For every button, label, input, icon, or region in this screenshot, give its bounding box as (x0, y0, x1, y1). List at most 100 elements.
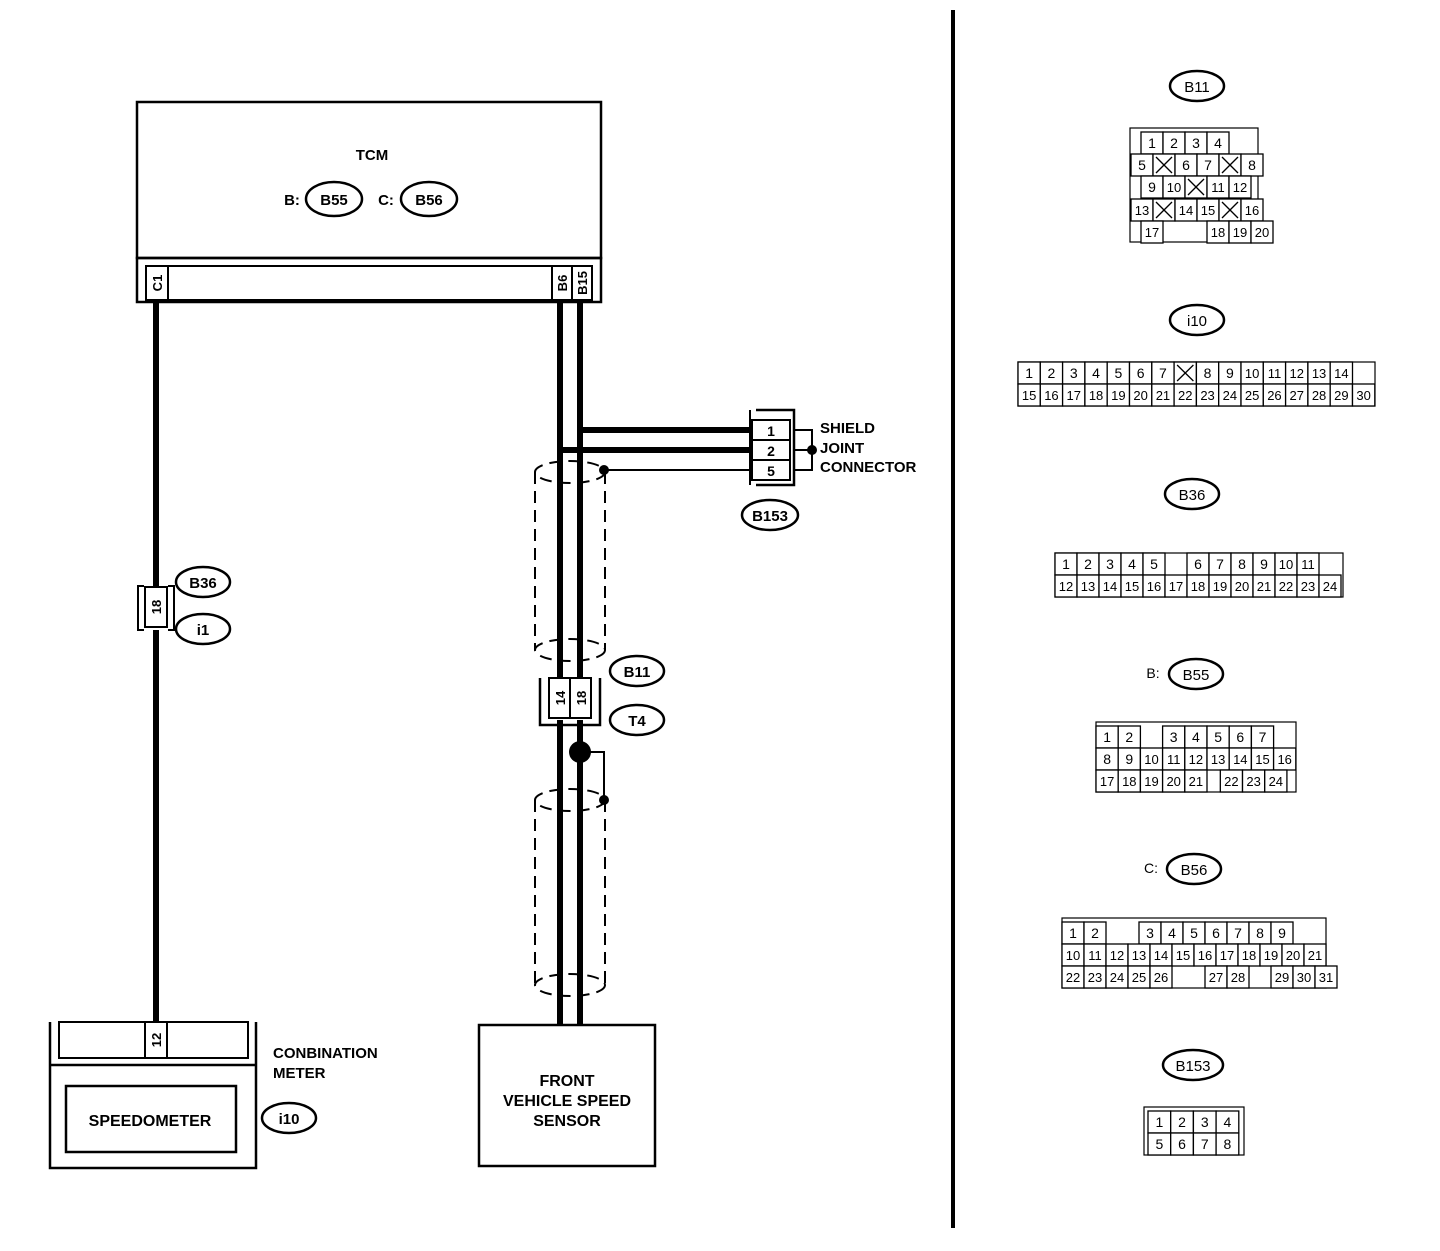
pin-number: 9 (1148, 179, 1156, 195)
tcm-pin-b6: B6 (555, 275, 570, 292)
pin-number: 13 (1135, 203, 1149, 218)
pin-number: 24 (1269, 774, 1283, 789)
connector-title-b11: B11 (1184, 79, 1210, 96)
wires (153, 300, 752, 1025)
pin-number: 16 (1198, 948, 1212, 963)
pin-number: 18 (1242, 948, 1256, 963)
pin-number: 26 (1154, 970, 1168, 985)
pin-number: 3 (1070, 365, 1078, 381)
unused-pin-mark (1187, 178, 1205, 196)
meter-label-1: CONBINATION (273, 1045, 378, 1062)
pin-number: 11 (1268, 366, 1282, 381)
pin-number: 19 (1233, 225, 1247, 240)
connector-title-ellipse (1163, 477, 1221, 511)
connector-title-b56: B56 (1181, 862, 1208, 879)
pin-cell (1228, 175, 1252, 199)
pin-number: 16 (1277, 752, 1291, 767)
pin-number: 16 (1245, 203, 1259, 218)
unused-pin-mark (1155, 201, 1173, 219)
pin-number: 5 (1190, 925, 1198, 941)
pin-number: 22 (1178, 388, 1192, 403)
pin-number: 14 (1154, 948, 1168, 963)
connector-prefix-b56: C: (1144, 860, 1158, 876)
pin-number: 9 (1260, 556, 1268, 572)
pin-number: 25 (1245, 388, 1259, 403)
pin-cell (1250, 220, 1274, 244)
pin-cell (1149, 965, 1173, 989)
pin-number: 10 (1245, 366, 1259, 381)
pin-cell (1140, 220, 1164, 244)
shield-joint-label-2: JOINT (820, 440, 864, 457)
connector-title-b55: B55 (1183, 667, 1210, 684)
pin-number: 24 (1323, 579, 1337, 594)
i1-conn-label: i1 (197, 622, 210, 639)
pin-number: 4 (1214, 135, 1222, 151)
connector-title-ellipse (1165, 852, 1223, 886)
b11-pin-14: 14 (553, 690, 568, 705)
pin-number: 5 (1214, 729, 1222, 745)
pin-number: 21 (1156, 388, 1170, 403)
pin-number: 1 (1148, 135, 1156, 151)
pin-number: 19 (1213, 579, 1227, 594)
pin-number: 2 (1084, 556, 1092, 572)
pin-number: 14 (1179, 203, 1193, 218)
shield-joint-pin-2: 2 (767, 443, 775, 459)
shield-joint-label-1: SHIELD (820, 420, 875, 437)
pin-number: 25 (1132, 970, 1146, 985)
meter-conn-label: i10 (279, 1111, 300, 1128)
pin-cell (1240, 153, 1264, 177)
pin-number: 21 (1308, 948, 1322, 963)
inline-connector-b11: 14 18 B11 T4 (538, 654, 666, 737)
inline-connector-b36: 18 B36 i1 (137, 565, 232, 646)
pin-number: 13 (1312, 366, 1326, 381)
pin-number: 14 (1103, 579, 1117, 594)
pin-number: 11 (1167, 752, 1181, 767)
tcm-pin-c1: C1 (150, 275, 165, 292)
pin-number: 26 (1267, 388, 1281, 403)
pin-number: 23 (1301, 579, 1315, 594)
pin-number: 19 (1144, 774, 1158, 789)
pin-number: 20 (1133, 388, 1147, 403)
pin-number: 3 (1192, 135, 1200, 151)
pin-number: 24 (1223, 388, 1237, 403)
connector-title-b36: B36 (1179, 487, 1206, 504)
pin-cell (1184, 769, 1208, 793)
sensor-label-1: FRONT (539, 1073, 594, 1090)
pin-number: 9 (1278, 925, 1286, 941)
tcm-prefix-b: B: (284, 192, 300, 209)
pin-number: 20 (1166, 774, 1180, 789)
connector-title-b153: B153 (1175, 1058, 1210, 1075)
b36-pin-18: 18 (149, 600, 164, 614)
pin-number: 22 (1224, 774, 1238, 789)
pin-cell (1215, 1132, 1240, 1156)
meter-pin-12: 12 (149, 1033, 164, 1047)
pin-number: 9 (1125, 751, 1133, 767)
tcm-title: TCM (356, 147, 389, 164)
pin-number: 3 (1146, 925, 1154, 941)
pin-number: 15 (1176, 948, 1190, 963)
pin-number: 13 (1132, 948, 1146, 963)
pin-number: 15 (1022, 388, 1036, 403)
pin-number: 1 (1025, 365, 1033, 381)
pin-number: 20 (1235, 579, 1249, 594)
unused-pin-mark (1221, 201, 1239, 219)
pin-number: 11 (1088, 948, 1102, 963)
connector-title-ellipse (1167, 657, 1225, 691)
pin-number: 28 (1231, 970, 1245, 985)
pin-number: 13 (1081, 579, 1095, 594)
pin-number: 10 (1066, 948, 1080, 963)
pin-number: 6 (1182, 157, 1190, 173)
b11-conn-label: B11 (624, 664, 651, 681)
pin-number: 5 (1138, 157, 1146, 173)
pin-number: 22 (1066, 970, 1080, 985)
pin-number: 12 (1189, 752, 1203, 767)
pin-number: 7 (1234, 925, 1242, 941)
connector-title-ellipse (1161, 1048, 1225, 1082)
pin-number: 30 (1356, 388, 1370, 403)
pin-number: 1 (1155, 1114, 1163, 1130)
pin-number: 8 (1103, 751, 1111, 767)
pin-number: 8 (1256, 925, 1264, 941)
